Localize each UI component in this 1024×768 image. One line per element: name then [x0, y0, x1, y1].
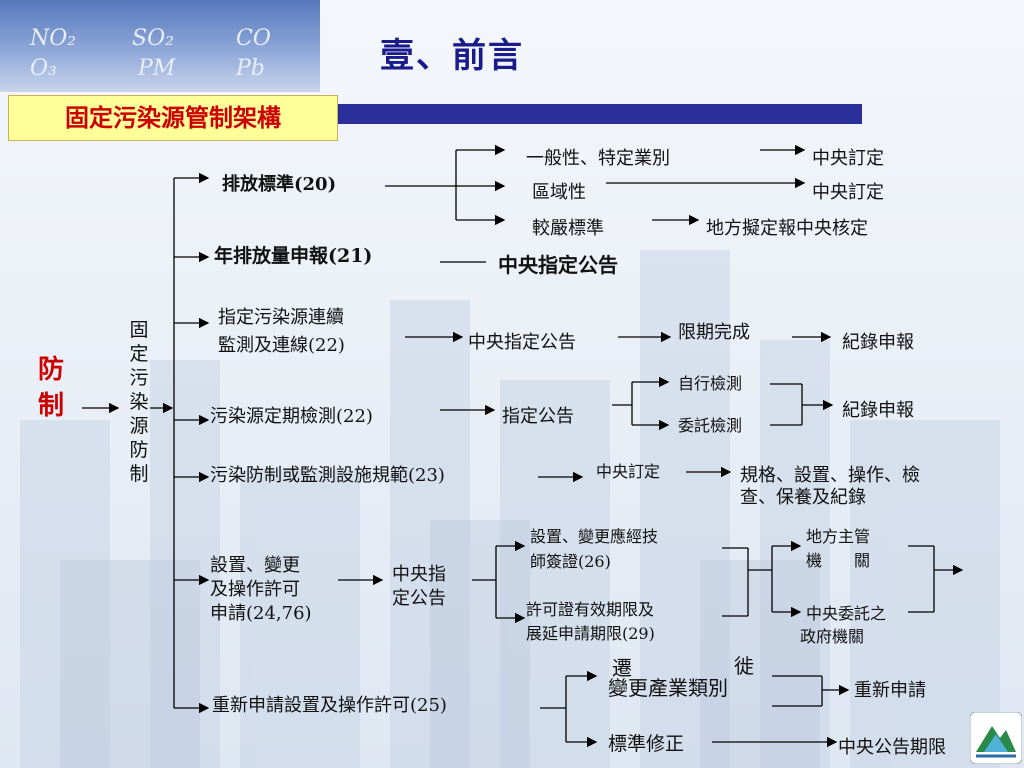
node-engineer-cert-1: 設置、變更應經技 [530, 527, 659, 546]
node-standard-revision: 標準修正 [608, 733, 685, 755]
vertical-label: 固定污染源防制 [129, 319, 149, 485]
node-annual-report: 年排放量申報(21) [214, 245, 373, 267]
node-record-report: 紀錄申報 [842, 332, 914, 353]
epa-logo-icon [970, 712, 1022, 764]
section-badge: 固定污染源管制架構 [8, 95, 338, 141]
node-local-authority-1: 地方主管 [806, 527, 871, 546]
node-emission-standard: 排放標準(20) [222, 174, 337, 195]
node-general-industry: 一般性、特定業別 [526, 148, 670, 169]
root-node: 防制 [37, 355, 64, 421]
page-title: 壹、前言 [380, 36, 524, 76]
node-reapply-permit: 重新申請設置及操作許可(25) [212, 695, 447, 716]
node-central-delegate-1: 中央委託之 [806, 604, 887, 623]
node-designated-announce: 指定公告 [502, 406, 574, 427]
node-entrusted-test: 委託檢測 [678, 416, 743, 435]
chem-label: NO₂ [30, 26, 77, 51]
node-relocation-1: 遷 [612, 656, 632, 680]
node-central-set: 中央訂定 [812, 148, 884, 169]
node-spec-detail-2: 查、保養及紀錄 [740, 487, 866, 508]
node-central-delegate-2: 政府機關 [800, 627, 865, 646]
node-change-industry: 變更產業類別 [608, 676, 728, 700]
node-central-set: 中央訂定 [812, 182, 884, 203]
node-central-designate-1: 中央指 [392, 564, 446, 585]
node-cems-line1: 指定污染源連續 [218, 307, 344, 328]
node-spec-detail-1: 規格、設置、操作、檢 [740, 465, 920, 486]
chem-label: O₃ [30, 56, 57, 81]
chem-label: PM [138, 56, 176, 81]
pollutant-banner: NO₂ SO₂ CO O₃ PM Pb [0, 0, 320, 92]
node-periodic-test: 污染源定期檢測(22) [210, 406, 373, 427]
node-central-deadline: 中央公告期限 [838, 737, 946, 758]
node-self-test: 自行檢測 [678, 374, 743, 393]
node-permit-validity-2: 展延申請期限(29) [526, 624, 655, 643]
node-relocation-2: 徙 [734, 654, 754, 678]
node-central-designate-2: 定公告 [392, 588, 446, 609]
node-permit-line1: 設置、變更 [210, 555, 300, 576]
chem-label: SO₂ [132, 26, 174, 51]
chem-label: Pb [236, 56, 265, 81]
node-stricter: 較嚴標準 [532, 218, 604, 239]
node-central-announce: 中央指定公告 [468, 332, 576, 353]
chem-label: CO [236, 26, 271, 51]
node-reapply: 重新申請 [854, 680, 926, 701]
node-central-announce: 中央指定公告 [498, 253, 618, 277]
node-cems-line2: 監測及連線(22) [218, 335, 345, 356]
node-permit-line2: 及操作許可 [210, 579, 300, 600]
node-local-draft: 地方擬定報中央核定 [706, 218, 868, 239]
node-engineer-cert-2: 師簽證(26) [530, 552, 611, 571]
node-facility-spec: 污染防制或監測設施規範(23) [210, 465, 445, 486]
node-permit-line3: 申請(24,76) [210, 603, 312, 624]
node-central-set: 中央訂定 [596, 462, 661, 481]
node-record-report: 紀錄申報 [842, 400, 914, 421]
node-permit-validity-1: 許可證有效期限及 [526, 600, 655, 619]
node-local-authority-2: 機 關 [806, 551, 871, 570]
node-deadline: 限期完成 [678, 322, 750, 343]
node-regional: 區域性 [532, 182, 586, 203]
